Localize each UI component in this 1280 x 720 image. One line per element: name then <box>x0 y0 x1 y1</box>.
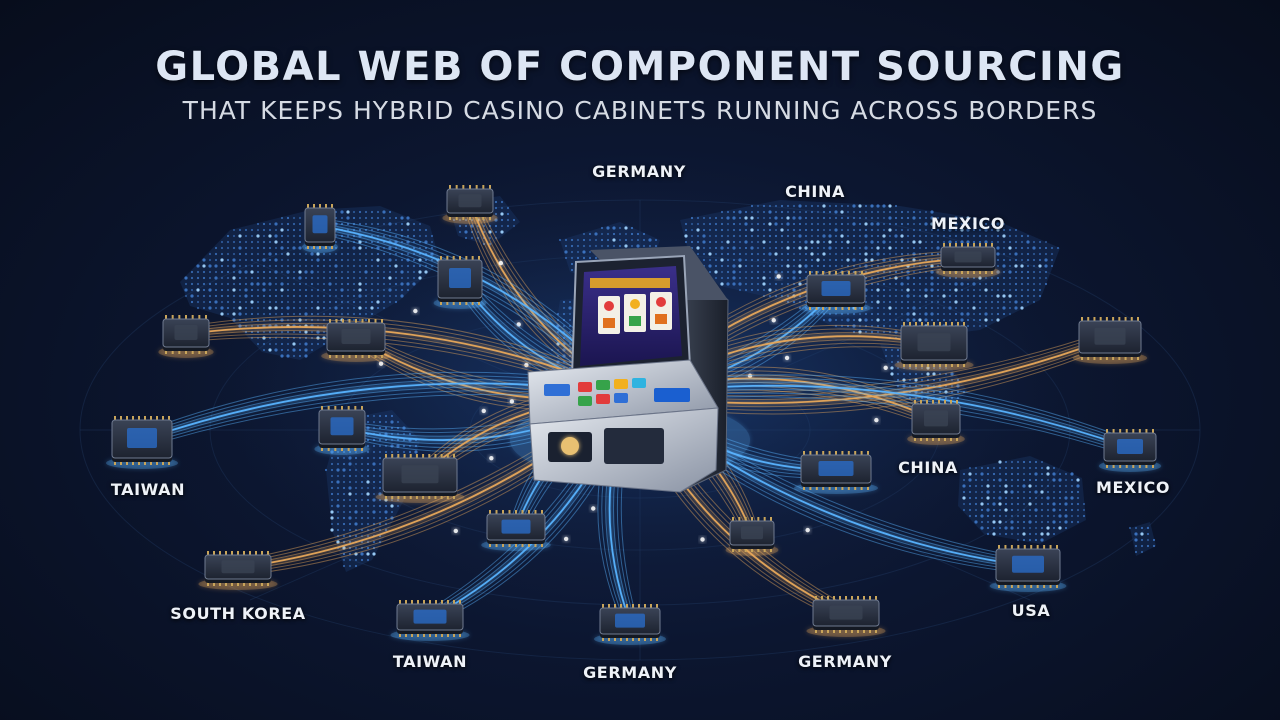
australia-landmass <box>958 456 1086 544</box>
chip-south-korea <box>198 551 278 590</box>
casino-cabinet <box>510 246 750 493</box>
chip-mexico-right <box>1098 429 1162 472</box>
label-taiwan-left: TAIWAN <box>110 480 186 499</box>
board-grid-taiwan <box>106 416 178 469</box>
chip-mexico-top <box>935 243 1001 278</box>
chip-center-left <box>375 454 465 503</box>
label-china-mid: CHINA <box>898 458 958 477</box>
chip-bottom-mid <box>481 510 551 551</box>
page-subtitle: THAT KEEPS HYBRID CASINO CABINETS RUNNIN… <box>182 96 1098 125</box>
label-taiwan-bottom: TAIWAN <box>392 652 468 671</box>
chip-center-right <box>794 451 878 494</box>
label-germany-top: GERMANY <box>592 162 686 181</box>
chip-taiwan-bottom <box>390 600 470 641</box>
new-zealand-landmass <box>1128 522 1156 556</box>
label-mexico-top: MEXICO <box>930 214 1006 233</box>
chip-china-mid <box>907 400 965 445</box>
chip-cluster-right <box>1072 317 1148 364</box>
page-title: GLOBAL WEB OF COMPONENT SOURCING <box>155 44 1125 90</box>
label-usa: USA <box>1011 601 1051 620</box>
label-south-korea: SOUTH KOREA <box>170 604 306 623</box>
chip-china-top <box>801 271 871 314</box>
component-chips <box>106 185 1162 645</box>
chip-left-mid <box>321 319 391 362</box>
module-screen-topleft <box>302 204 338 253</box>
label-germany-bottom-right: GERMANY <box>798 652 892 671</box>
chip-germany-bottomright <box>806 596 886 637</box>
chip-cluster-usa <box>989 545 1067 592</box>
chip-germany-top <box>442 185 498 224</box>
label-mexico-right: MEXICO <box>1095 478 1171 497</box>
chip-germany-bottom <box>594 604 666 645</box>
board-green-right <box>894 322 974 371</box>
board-green-left <box>314 406 370 455</box>
chip-bottom-right <box>725 517 779 556</box>
label-china-top: CHINA <box>785 182 845 201</box>
label-germany-bottom: GERMANY <box>583 663 677 682</box>
server-rack <box>433 256 487 309</box>
chip-blue-left <box>158 315 214 358</box>
